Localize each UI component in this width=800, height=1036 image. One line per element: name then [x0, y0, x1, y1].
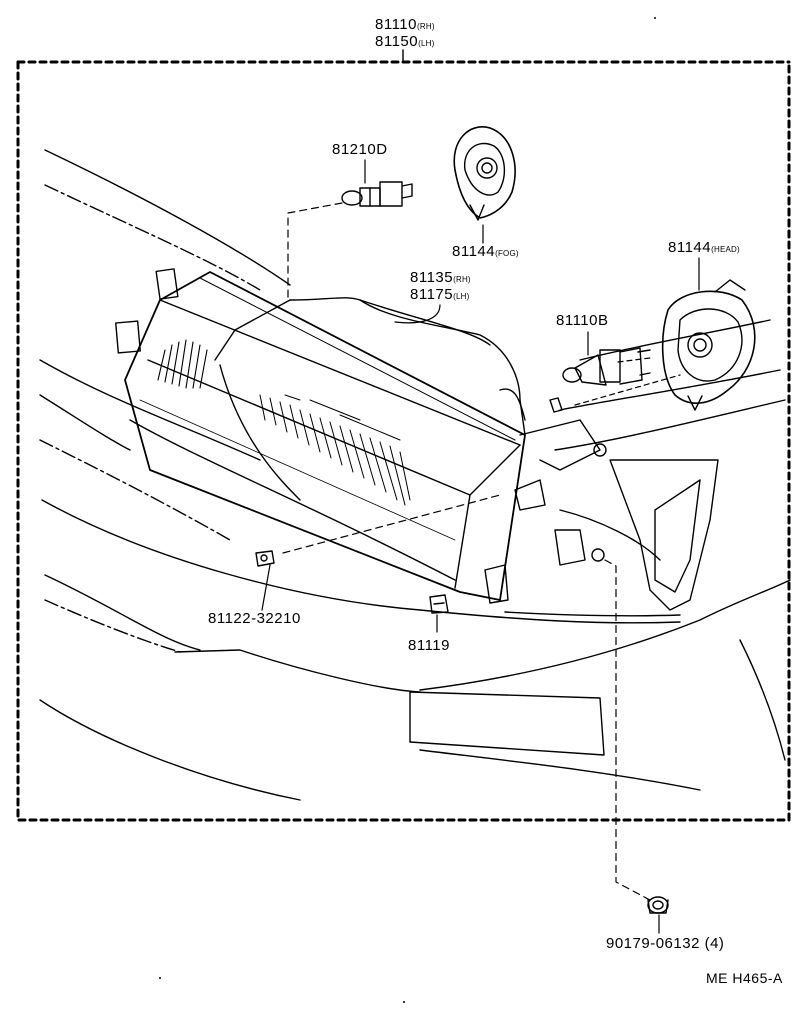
assembly-lh-label: 81150(LH) — [375, 34, 434, 52]
assembly-lh-number: 81150 — [375, 33, 419, 50]
assembly-lh-suffix: (LH) — [418, 39, 435, 48]
leader-lines — [261, 159, 700, 934]
vehicle-body-outline — [39, 149, 791, 801]
fog-socket-label: 81144(FOG) — [452, 244, 519, 262]
nut-qty: (4) — [704, 935, 725, 952]
print-specks — [159, 17, 656, 1003]
fog-bulb-socket — [453, 126, 516, 221]
clip-part — [429, 594, 449, 614]
unit-lh-number: 81175 — [410, 286, 454, 303]
side-bulb-label: 81210D — [332, 141, 388, 158]
clip-label: 81119 — [408, 637, 450, 654]
headlamp-housing — [115, 268, 607, 604]
assembly-rh-suffix: (RH) — [417, 22, 435, 31]
assembly-rh-number: 81110 — [375, 16, 417, 33]
assembly-rh-label: 81110(RH) — [375, 17, 435, 35]
head-socket-suffix: (HEAD) — [711, 245, 740, 254]
head-socket-number: 81144 — [668, 239, 712, 256]
head-socket-label: 81144(HEAD) — [668, 240, 740, 258]
screw-label: 81122-32210 — [208, 610, 301, 627]
nut-label: 90179-06132 (4) — [606, 936, 724, 952]
unit-lh-suffix: (LH) — [453, 292, 470, 301]
head-bulb-socket — [661, 279, 756, 411]
unit-rh-number: 81135 — [410, 269, 454, 286]
nut-number: 90179-06132 — [606, 935, 700, 952]
headlamp-bulb — [562, 347, 651, 386]
side-marker-bulb — [341, 181, 413, 207]
unit-rh-suffix: (RH) — [453, 275, 471, 284]
fog-socket-number: 81144 — [452, 243, 496, 260]
unit-rh-label: 81135(RH) — [410, 270, 471, 288]
unit-lh-label: 81175(LH) — [410, 287, 469, 305]
head-bulb-label: 81110B — [556, 312, 609, 329]
screw-part — [255, 550, 275, 567]
nut-part — [647, 896, 669, 914]
fog-socket-suffix: (FOG) — [495, 249, 519, 258]
assembly-boundary — [16, 49, 791, 822]
figure-code: ME H465-A — [706, 970, 783, 986]
